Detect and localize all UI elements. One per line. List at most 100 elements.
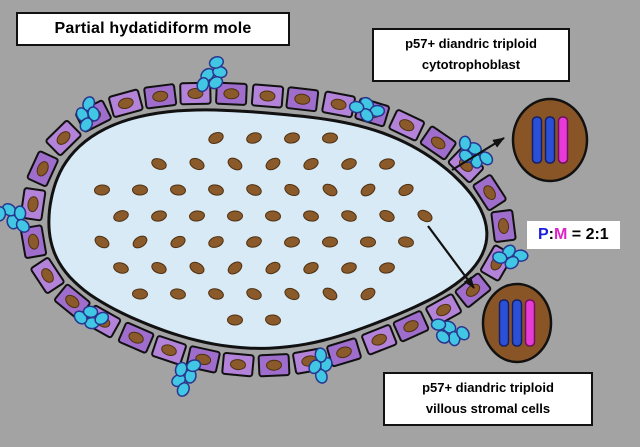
stromal-cell-nucleus	[227, 157, 243, 171]
cytotrophoblast-cell	[179, 81, 212, 106]
cytotrophoblast-cell	[285, 86, 320, 113]
stromal-cell-nucleus	[303, 262, 319, 274]
cytotrophoblast-cell	[425, 293, 462, 327]
stromal-cell-nucleus	[227, 261, 243, 275]
syncytiotrophoblast-cluster	[348, 96, 386, 123]
stromal-cell-nucleus	[379, 210, 395, 222]
cell-nucleus	[497, 218, 510, 234]
cell-nucleus	[371, 333, 387, 346]
stromal-cell-nucleus	[284, 236, 300, 248]
stromal-cell-nucleus	[322, 132, 338, 144]
stromal-cell-nucleus	[284, 132, 300, 144]
stromal-cell-nucleus	[360, 236, 376, 248]
syncytiotrophoblast-cluster	[75, 96, 101, 132]
stromal-cell-nucleus	[379, 262, 395, 274]
stromal-cell-nucleus	[341, 158, 357, 170]
cytotrophoblast-cell	[26, 150, 59, 187]
cytotrophoblast-cell	[20, 224, 47, 259]
stromal-cell-nucleus	[113, 210, 129, 222]
cell-nucleus	[336, 346, 352, 359]
stromal-cell-nucleus	[341, 210, 357, 222]
label-villous-stromal-line1: p57+ diandric triploid	[422, 380, 554, 395]
chromosome-spreads	[481, 97, 589, 364]
cell-nucleus	[27, 196, 39, 213]
stromal-cell-nucleus	[189, 157, 205, 171]
stromal-cell-nucleus	[322, 183, 338, 197]
cell-nucleus	[430, 136, 446, 150]
cell-nucleus	[65, 294, 80, 309]
cytotrophoblast-cell	[472, 174, 507, 211]
cell-nucleus	[230, 359, 246, 371]
ratio-box: P:M = 2:1	[527, 221, 620, 249]
stromal-cell-nucleus	[265, 261, 281, 275]
syncytiotrophoblast-cluster	[0, 202, 30, 233]
ratio-maternal-letter: M	[554, 226, 568, 243]
stromal-cell-nucleus	[246, 132, 262, 144]
cell-nucleus	[36, 161, 49, 177]
label-cytotrophoblast: p57+ diandric triploid cytotrophoblast	[372, 28, 570, 82]
cytotrophoblast-cell	[143, 83, 178, 110]
chromosome-bar-paternal	[498, 299, 510, 347]
chromosome-bar-maternal	[557, 116, 569, 164]
diagram-title-text: Partial hydatidiform mole	[54, 20, 252, 37]
cell-nucleus	[128, 331, 144, 344]
stromal-cell-nucleus	[94, 235, 110, 249]
syncytiotrophoblast-cluster	[492, 244, 529, 270]
label-villous-stromal: p57+ diandric triploid villous stromal c…	[383, 372, 593, 426]
stromal-cell-nucleus	[265, 210, 281, 222]
diagram-title: Partial hydatidiform mole	[16, 12, 290, 46]
ratio-paternal-letter: P	[538, 226, 549, 243]
cell-nucleus	[161, 344, 177, 357]
ratio-value: = 2:1	[567, 226, 609, 243]
stromal-cell-nucleus	[132, 184, 148, 196]
chromosome-bar-paternal	[531, 116, 543, 164]
stromal-cell-nucleus	[189, 210, 205, 222]
syncytiotrophoblast-cluster	[430, 318, 470, 347]
stromal-cell-nucleus	[398, 183, 414, 197]
cytotrophoblast-cell	[117, 321, 155, 354]
label-cytotrophoblast-line2: cytotrophoblast	[421, 56, 521, 72]
cell-nucleus	[436, 303, 452, 317]
cell-nucleus	[152, 90, 169, 102]
cytotrophoblast-cell	[45, 120, 82, 156]
cytotrophoblast-cell	[361, 324, 398, 356]
stromal-cell-nucleus	[208, 184, 224, 196]
cytotrophoblast-cell	[250, 83, 285, 109]
arrow-to-stromal-chromosomes	[427, 225, 475, 289]
stromal-cell-nucleus	[417, 209, 433, 223]
cell-nucleus	[41, 268, 54, 283]
cell-nucleus	[294, 93, 311, 105]
label-cytotrophoblast-line1: p57+ diandric triploid	[405, 36, 537, 51]
stromal-cell-nucleus	[322, 287, 338, 301]
stromal-cell-nucleus	[265, 157, 281, 171]
chromosome-bar-maternal	[524, 299, 536, 347]
stromal-cell-nucleus	[151, 262, 167, 274]
stromal-cell-nucleus	[341, 262, 357, 274]
cytotrophoblast-cell	[388, 109, 425, 142]
cytotrophoblast-cell	[151, 335, 187, 366]
syncytiotrophoblast-cluster	[73, 305, 110, 330]
stromal-cell-nucleus	[360, 183, 376, 197]
syncytiotrophoblast-cluster	[171, 359, 202, 397]
stromal-cell-nucleus	[208, 132, 224, 144]
arrow-to-cytotrophoblast-chromosomes	[451, 137, 505, 171]
cytotrophoblast-cell	[30, 257, 65, 294]
cell-nucleus	[330, 98, 347, 111]
stromal-cell-nucleus	[132, 235, 148, 249]
stromal-cell-nucleus	[227, 210, 243, 222]
stromal-cell-nucleus	[360, 287, 376, 301]
cell-nucleus	[27, 233, 40, 250]
stromal-cell-nucleus	[227, 314, 243, 326]
cell-nucleus	[223, 88, 240, 100]
syncytiotrophoblast-cluster	[308, 347, 333, 384]
cell-nucleus	[259, 90, 276, 102]
cytotrophoblast-cell	[326, 337, 362, 368]
label-villous-stromal-line2: villous stromal cells	[425, 400, 551, 416]
stromal-cell-nucleus	[170, 288, 186, 300]
cell-nucleus	[483, 185, 496, 200]
stromal-cell-nucleus	[265, 314, 281, 326]
chromosome-bar-paternal	[544, 116, 556, 164]
stromal-cell-nucleus	[303, 210, 319, 222]
stromal-nuclei-group	[94, 132, 433, 326]
